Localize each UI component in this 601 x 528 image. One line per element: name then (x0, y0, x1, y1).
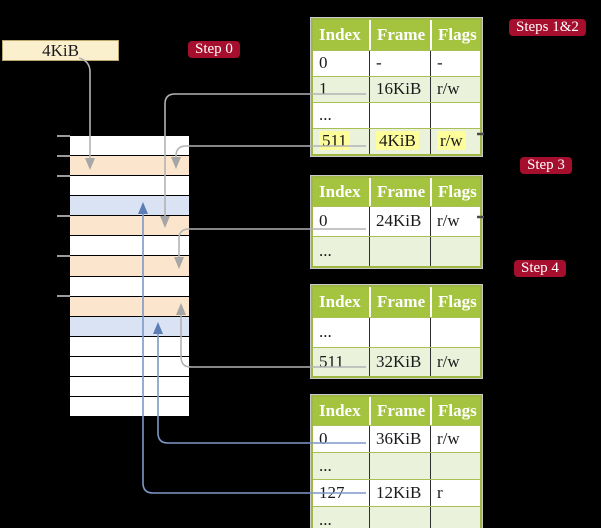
cell-flags: r/w (430, 347, 480, 376)
table-header-row: Index Frame Flags (313, 20, 480, 50)
table-header-row: Index Frame Flags (313, 178, 480, 206)
header-flags: Flags (430, 178, 480, 206)
memory-row (70, 396, 189, 417)
header-frame: Frame (369, 178, 430, 206)
memory-tick (57, 135, 70, 137)
step-0-badge: Step 0 (188, 41, 240, 58)
cell-frame: 36KiB (369, 426, 430, 452)
memory-row (70, 255, 189, 276)
steps-1-2-badge: Steps 1&2 (509, 19, 586, 36)
table-row: 127 12KiB r (313, 479, 480, 506)
memory-tick (57, 175, 70, 177)
cell-index: ... (319, 241, 332, 260)
memory-row (70, 195, 189, 216)
page-table-steps-1-2: Index Frame Flags 0 - - 1 16KiB r/w ... … (311, 18, 482, 156)
cell-flags: r (430, 480, 480, 506)
step-3-badge: Step 3 (520, 157, 572, 174)
cell-frame: 16KiB (369, 77, 430, 102)
cell-index: 0 (319, 53, 328, 72)
cell-index: ... (319, 322, 332, 341)
table-row: 0 24KiB r/w (313, 206, 480, 236)
cell-frame (369, 453, 430, 479)
cell-index: ... (319, 456, 332, 475)
cell-frame (369, 507, 430, 528)
cell-frame: 12KiB (369, 480, 430, 506)
memory-row (70, 355, 189, 376)
header-frame: Frame (369, 20, 430, 50)
cell-flags: r/w (430, 426, 480, 452)
cell-index: 127 (319, 483, 345, 502)
table-row-highlighted: 511 4KiB r/w (313, 128, 480, 154)
header-flags: Flags (430, 397, 480, 425)
cell-flags: r/w (430, 77, 480, 102)
cell-frame: 4KiB (369, 129, 430, 154)
cell-flags (430, 237, 480, 266)
cell-frame: 32KiB (369, 347, 430, 376)
cell-frame: - (369, 51, 430, 76)
header-flags: Flags (430, 20, 480, 50)
table-row: ... (313, 452, 480, 479)
cell-index: 0 (319, 211, 328, 230)
table-row: ... (313, 317, 480, 347)
page-table-last-level: Index Frame Flags 0 36KiB r/w ... 127 12… (311, 395, 482, 528)
header-flags: Flags (430, 287, 480, 317)
cell-flags (430, 103, 480, 128)
cell-frame: 24KiB (369, 207, 430, 236)
memory-row (70, 235, 189, 256)
table-row: 0 - - (313, 50, 480, 76)
table-row: ... (313, 236, 480, 266)
cell-index: ... (319, 510, 332, 528)
memory-row (70, 175, 189, 196)
cell-flags (430, 453, 480, 479)
memory-row (70, 275, 189, 296)
table-row: ... (313, 102, 480, 128)
table-row: ... (313, 506, 480, 528)
header-index: Index (319, 292, 361, 311)
page-table-step-3: Index Frame Flags 0 24KiB r/w ... (311, 176, 482, 268)
cell-flags: r/w (430, 129, 480, 154)
cell-index: 1 (319, 79, 328, 98)
header-frame: Frame (369, 397, 430, 425)
table-header-row: Index Frame Flags (313, 397, 480, 425)
table-row: 511 32KiB r/w (313, 346, 480, 376)
header-index: Index (319, 182, 361, 201)
step-4-badge: Step 4 (514, 260, 566, 277)
memory-row (70, 315, 189, 336)
header-index: Index (319, 401, 361, 420)
cell-index: 511 (319, 351, 344, 371)
cell-index: ... (319, 105, 332, 124)
memory-row (70, 215, 189, 236)
memory-tick (57, 295, 70, 297)
cell-flags (430, 507, 480, 528)
cell-frame (369, 237, 430, 266)
header-index: Index (319, 25, 361, 44)
page-table-step-4: Index Frame Flags ... 511 32KiB r/w (311, 285, 482, 378)
cell-flags: r/w (430, 207, 480, 236)
cell-index: 0 (319, 429, 328, 448)
physical-memory-column (69, 135, 190, 417)
memory-row (70, 155, 189, 176)
header-frame: Frame (369, 287, 430, 317)
memory-row (70, 295, 189, 316)
table-header-row: Index Frame Flags (313, 287, 480, 317)
cell-frame (369, 318, 430, 347)
cell-frame (369, 103, 430, 128)
memory-tick (57, 255, 70, 257)
table-row: 0 36KiB r/w (313, 425, 480, 452)
memory-row (70, 136, 189, 156)
cell-flags: - (430, 51, 480, 76)
memory-row (70, 335, 189, 356)
cell-flags (430, 318, 480, 347)
table-row: 1 16KiB r/w (313, 76, 480, 102)
frame-size-box: 4KiB (2, 40, 119, 61)
memory-tick (57, 215, 70, 217)
memory-tick (57, 155, 70, 157)
memory-row (70, 375, 189, 397)
cell-index: 511 (313, 129, 369, 154)
